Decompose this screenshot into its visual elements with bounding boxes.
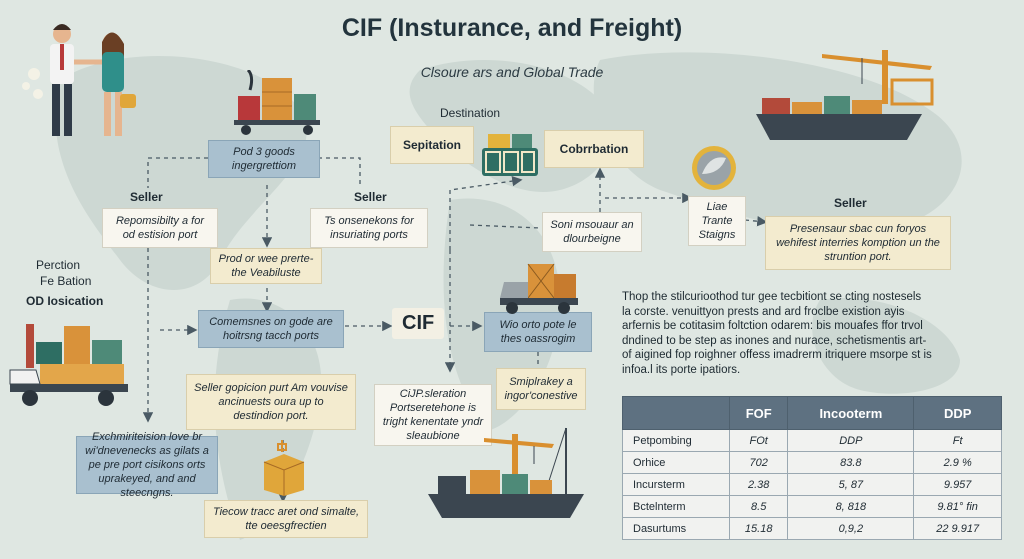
paragraph-line: of aigined fop roighner offess imadrerm …: [622, 349, 932, 361]
table-cell: FOt: [728, 429, 789, 452]
cobrrbation-box: Cobrrbation: [544, 130, 644, 168]
table-cell: Bctelnterm: [622, 495, 730, 518]
table-row: Orhice 702 83.8 2.9 %: [622, 451, 1002, 474]
table-cell: 15.18: [728, 517, 789, 540]
table-header-row: FOF Incooterm DDP: [622, 396, 1002, 430]
crane-icon: [428, 427, 584, 518]
comparison-table: FOF Incooterm DDP Petpombing FOt DDP Ft …: [622, 396, 1002, 540]
soni-msouaur-box: Soni msouaur an dlourbeigne: [542, 212, 642, 252]
table-header-cell: [622, 396, 730, 430]
tiecow-box: Tiecow tracc aret ond simalte, tte oeesg…: [204, 500, 368, 538]
destination-label: Destination: [440, 106, 501, 120]
insurance-ports-box: Ts onsenekons for insuriating ports: [310, 208, 428, 248]
table-row: Incursterm 2.38 5, 87 9.957: [622, 473, 1002, 496]
smiplrakey-box: Smiplrakey a ingor'conestive: [496, 368, 586, 410]
cif-label: CIF: [392, 308, 445, 339]
exchmiriteision-box: Exchmiriteision love br wi'dnevenecks as…: [76, 431, 218, 499]
prod-were-box: Prod or wee prerte- the Veabiluste: [210, 248, 322, 284]
table-cell: 0,9,2: [787, 517, 915, 540]
table-cell: Petpombing: [622, 429, 730, 452]
perction-label: Perction: [36, 258, 81, 272]
page-title: CIF (Insturance, and Freight): [341, 14, 683, 42]
paragraph-line: arfernis be cotitasim foltction odarem: …: [622, 320, 923, 332]
presensaur-box: Presensaur sbac cun foryos wehifest inte…: [765, 216, 951, 270]
table-cell: 8.5: [728, 495, 789, 518]
table-cell: 702: [728, 451, 789, 474]
od-iosication-label: OD Iosication: [26, 294, 104, 308]
business-people-icon: [22, 24, 136, 136]
cargo-box-icon: [263, 440, 305, 496]
fe-bation-label: Fe Bation: [40, 274, 92, 288]
table-cell: 8, 818: [787, 495, 915, 518]
pod-goods-box: Pod 3 goods ingergrettiom: [208, 140, 320, 178]
cargo-ship-icon: [756, 50, 934, 140]
table-row: Dasurtums 15.18 0,9,2 22 9.917: [622, 517, 1002, 540]
table-cell: DDP: [787, 429, 915, 452]
table-cell: 22 9.917: [913, 517, 1002, 540]
paragraph-line: la corste. venuittyon prests and ard fro…: [622, 305, 905, 318]
table-header-cell: FOF: [728, 396, 789, 430]
table-cell: 2.38: [728, 473, 789, 496]
table-cell: Orhice: [622, 451, 730, 474]
table-cell: 2.9 %: [913, 451, 1002, 474]
table-cell: Ft: [913, 429, 1002, 452]
container-stack-icon: [482, 134, 538, 176]
page-subtitle: Clsoure ars and Global Trade: [420, 64, 604, 80]
table-row: Bctelnterm 8.5 8, 818 9.81° fin: [622, 495, 1002, 518]
seller-label-right: Seller: [834, 196, 867, 210]
paragraph-line: infoa.l its porte ipatiors.: [622, 363, 741, 376]
table-header-cell: Incooterm: [787, 396, 915, 430]
paragraph-line: dndined to be step as inones and nurace,…: [622, 334, 927, 347]
table-cell: 5, 87: [787, 473, 915, 496]
small-truck-icon: [500, 263, 578, 314]
table-cell: 9.957: [913, 473, 1002, 496]
liae-trante-box: Liae Trante Staigns: [688, 196, 746, 246]
table-cell: Incursterm: [622, 473, 730, 496]
compass-icon: [692, 146, 736, 190]
sepitation-box: Sepitation: [390, 126, 474, 164]
cip-sleration-box: CiJP.sleration Portseretehone is tright …: [374, 384, 492, 446]
wio-orto-box: Wio orto pote le thes oassrogim: [484, 312, 592, 352]
delivery-truck-icon: [9, 324, 128, 406]
seller-label-left: Seller: [130, 190, 163, 204]
table-row: Petpombing FOt DDP Ft: [622, 429, 1002, 452]
description-paragraph: Thop the stilcurioothod tur gee tecbitio…: [622, 290, 1002, 377]
seller-label-mid: Seller: [354, 190, 387, 204]
goods-cart-icon: [234, 70, 320, 135]
table-cell: Dasurtums: [622, 517, 730, 540]
responsibility-box: Repomsibilty a for od estision port: [102, 208, 218, 248]
paragraph-line: Thop the stilcurioothod tur gee tecbitio…: [622, 291, 922, 303]
comemsnes-box: Comemsnes on gode are hoitrsng tacch por…: [198, 310, 344, 348]
table-cell: 9.81° fin: [913, 495, 1002, 518]
table-cell: 83.8: [787, 451, 915, 474]
seller-gopicion-box: Seller gopicion purt Am vouvise ancinues…: [186, 374, 356, 430]
table-header-cell: DDP: [913, 396, 1002, 430]
